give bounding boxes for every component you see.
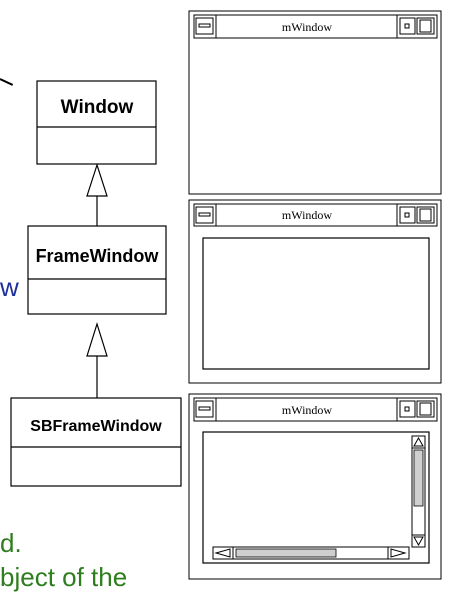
class-sbframewindow: SBFrameWindow bbox=[10, 397, 182, 487]
window-illustration-frame: mWindow bbox=[188, 199, 442, 384]
zoom-box-icon[interactable] bbox=[416, 206, 435, 224]
collapse-box-icon[interactable] bbox=[399, 400, 416, 418]
zoom-box-icon[interactable] bbox=[416, 400, 435, 418]
scroll-right-arrow-icon[interactable] bbox=[390, 548, 407, 558]
horizontal-scroll-thumb[interactable] bbox=[235, 548, 337, 558]
horizontal-scrollbar[interactable] bbox=[212, 546, 410, 560]
scroll-left-arrow-icon[interactable] bbox=[214, 548, 231, 558]
window-title: mWindow bbox=[282, 20, 333, 34]
cropped-text-blue: w bbox=[0, 272, 19, 302]
close-box-icon[interactable] bbox=[195, 206, 214, 224]
window-illustration-plain: mWindow bbox=[188, 10, 442, 195]
collapse-box-icon[interactable] bbox=[399, 17, 416, 35]
window-illustration-scroll: mWindow bbox=[188, 393, 442, 580]
frame-content-area bbox=[202, 431, 430, 564]
cropped-text-green-line1: d. bbox=[0, 528, 22, 558]
scroll-down-arrow-icon[interactable] bbox=[413, 536, 424, 547]
window-title: mWindow bbox=[282, 403, 333, 417]
class-window: Window bbox=[36, 80, 157, 165]
class-name-window: Window bbox=[61, 97, 134, 118]
vertical-scrollbar[interactable] bbox=[411, 435, 426, 548]
vertical-scroll-thumb[interactable] bbox=[413, 449, 424, 507]
window-title: mWindow bbox=[282, 208, 333, 222]
close-box-icon[interactable] bbox=[195, 17, 214, 35]
close-box-icon[interactable] bbox=[195, 400, 214, 418]
collapse-box-icon[interactable] bbox=[399, 206, 416, 224]
class-framewindow: FrameWindow bbox=[27, 225, 167, 315]
inheritance-arrow-sb-to-frame bbox=[86, 321, 108, 398]
class-name-framewindow: FrameWindow bbox=[36, 246, 160, 266]
cropped-text-green-line2: bject of the bbox=[0, 562, 128, 592]
class-name-sbframewindow: SBFrameWindow bbox=[30, 418, 162, 435]
frame-content-area bbox=[202, 237, 430, 370]
inheritance-arrow-frame-to-window bbox=[86, 163, 108, 226]
scroll-up-arrow-icon[interactable] bbox=[413, 436, 424, 447]
zoom-box-icon[interactable] bbox=[416, 17, 435, 35]
